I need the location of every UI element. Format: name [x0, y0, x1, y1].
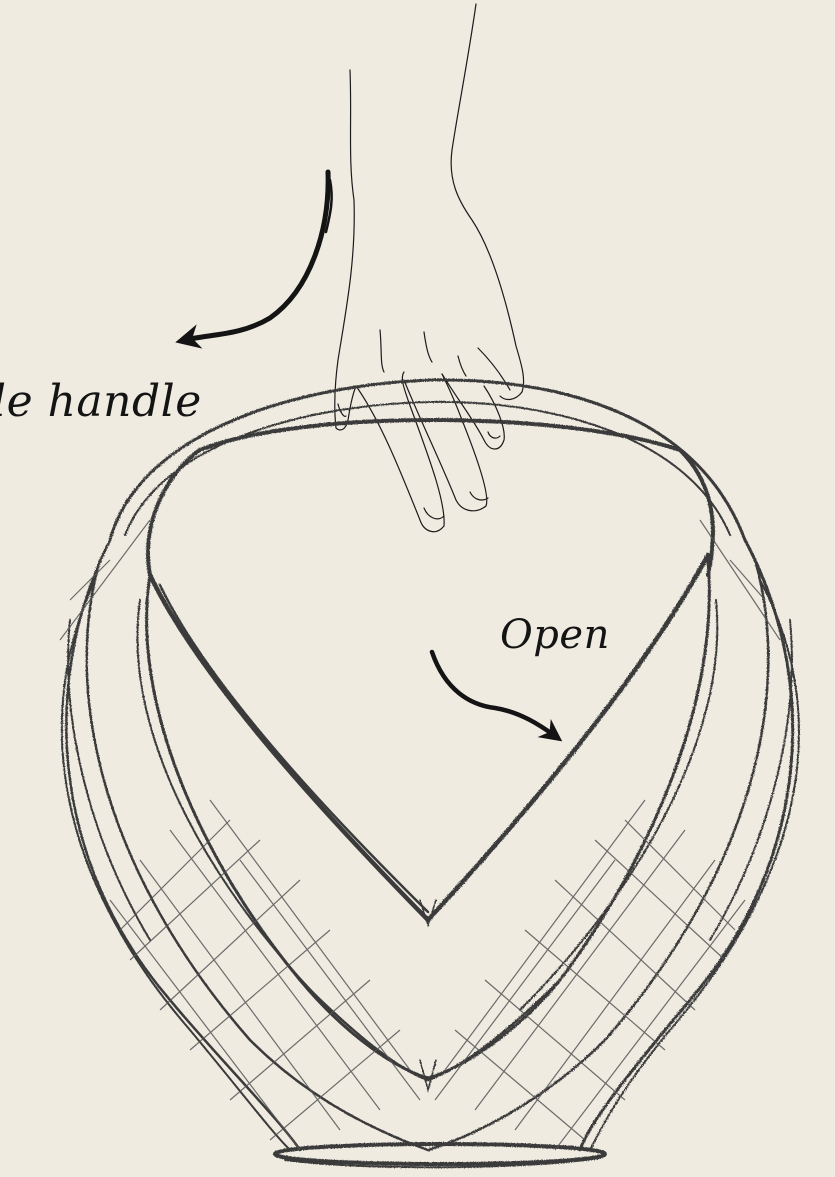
hand-drawing [335, 4, 524, 532]
curved-arrow-icon [185, 172, 332, 340]
basket-sketch [62, 380, 799, 1167]
handle-label: le handle [0, 376, 202, 427]
curved-arrow-icon [432, 652, 555, 736]
open-label: Open [500, 612, 610, 658]
